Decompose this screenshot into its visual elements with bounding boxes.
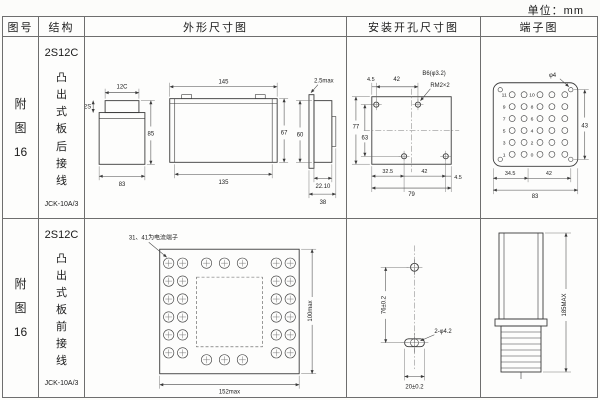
dim-overall-height: 185MAX bbox=[562, 293, 568, 316]
terminal-number: 1 bbox=[503, 152, 506, 158]
row2-model: 2S12C bbox=[44, 229, 79, 241]
dim-front-overall-width: 145 bbox=[218, 80, 229, 86]
row1-outline-cell: 12C 2S 85 83 bbox=[85, 37, 347, 219]
row1-mounting-cell: 4.5 42 B6(φ3.2) RM2×2 77 63 bbox=[347, 37, 481, 219]
dim-section-depth1: 22.10 bbox=[315, 184, 331, 190]
row1-structure-cell: 2S12C 凸出式板后接线 JCK-10A/3 bbox=[39, 37, 85, 219]
header-fig-no: 图号 bbox=[3, 17, 39, 37]
dim-side-depth: 12C bbox=[117, 85, 129, 91]
row1-model: 2S12C bbox=[44, 47, 79, 59]
dim-board-height: 100max bbox=[308, 300, 314, 321]
dim-bottom-seg2: 42 bbox=[421, 169, 427, 175]
dim-side-height: 85 bbox=[148, 131, 155, 137]
outline-drawing-rear-wiring: 12C 2S 85 83 bbox=[85, 79, 337, 206]
dim-bottom-seg1: 34.5 bbox=[505, 171, 516, 177]
terminal-number: 10 bbox=[529, 93, 535, 99]
dim-bottom-overall: 83 bbox=[532, 194, 539, 200]
relay-side-profile bbox=[494, 232, 548, 379]
header-outline: 外形尺寸图 bbox=[85, 17, 347, 37]
dim-side-step: 2S bbox=[85, 105, 91, 111]
row1-fig-cell: 附图16 bbox=[3, 37, 39, 219]
row2-structure-desc: 凸出式板前接线 bbox=[56, 252, 67, 368]
row1-terminal-cell: 11 10 9 8 7 6 5 4 3 2 1 0 φ4 bbox=[481, 37, 597, 219]
terminal-number: 7 bbox=[503, 117, 506, 123]
terminal-diagram-rear: 11 10 9 8 7 6 5 4 3 2 1 0 φ4 bbox=[492, 73, 589, 200]
header-structure: 结构 bbox=[39, 17, 85, 37]
terminal-number: 5 bbox=[503, 128, 506, 134]
label-hole-spec: B6(φ3.2) bbox=[422, 71, 445, 77]
mounting-hole-drawing-front: 76±0.2 2-φ4.2 20±0.2 bbox=[380, 245, 452, 390]
row2-structure-cell: 2S12C 凸出式板前接线 JCK-10A/3 bbox=[39, 219, 85, 397]
board-dimensions: 100max 152max bbox=[159, 248, 317, 396]
terminal-number: 0 bbox=[531, 152, 534, 158]
dim-board-width: 152max bbox=[219, 390, 240, 396]
unit-label: 单位：mm bbox=[527, 5, 584, 17]
dim-section-depth2: 38 bbox=[320, 200, 327, 206]
terminal-number: 8 bbox=[531, 105, 534, 111]
dim-bottom-seg3: 4.5 bbox=[454, 175, 462, 181]
terminal-number: 4 bbox=[531, 128, 534, 134]
terminal-number: 9 bbox=[503, 105, 506, 111]
row2-product: JCK-10A/3 bbox=[44, 379, 79, 387]
note-leader bbox=[148, 242, 167, 258]
terminal-board-front bbox=[159, 248, 300, 375]
relay-side-view bbox=[98, 100, 146, 165]
terminal-number: 11 bbox=[502, 93, 507, 99]
panel-cutout bbox=[363, 88, 460, 173]
front-view-dimensions: 145 67 135 bbox=[169, 80, 288, 186]
mounting-hole-drawing-rear: 4.5 42 B6(φ3.2) RM2×2 77 63 bbox=[351, 71, 462, 198]
spec-table: 图号 结构 外形尺寸图 安装开孔尺寸图 端子图 附图16 2S12C 凸出式板后… bbox=[2, 16, 598, 398]
dim-slot-width: 20±0.2 bbox=[405, 384, 423, 390]
terminal-diagram-side: 185MAX bbox=[494, 232, 571, 379]
dim-front-height: 67 bbox=[281, 130, 288, 136]
dim-left-hole-pitch: 63 bbox=[362, 135, 369, 141]
row1-structure-desc: 凸出式板后接线 bbox=[56, 72, 67, 187]
dim-section-height: 60 bbox=[297, 132, 304, 138]
header-terminal: 端子图 bbox=[481, 17, 597, 37]
dim-top-hole-pitch: 42 bbox=[393, 77, 400, 83]
dim-panel-thickness: 2.5max bbox=[314, 79, 334, 85]
dim-left-overall-height: 77 bbox=[353, 124, 360, 130]
side-view-dimensions: 12C 2S 85 83 bbox=[85, 85, 155, 188]
dim-front-body-width: 135 bbox=[218, 180, 229, 186]
dim-hole-pitch: 76±0.2 bbox=[382, 296, 388, 314]
terminal-numbers: 11 10 9 8 7 6 5 4 3 2 1 0 bbox=[502, 93, 535, 159]
terminal-number: 3 bbox=[503, 140, 506, 146]
terminal-plate: 11 10 9 8 7 6 5 4 3 2 1 0 bbox=[492, 82, 579, 167]
dim-bottom-overall: 79 bbox=[408, 192, 415, 198]
terminal-screws bbox=[508, 91, 569, 158]
relay-section-view bbox=[308, 94, 337, 169]
dim-side-width: 83 bbox=[119, 182, 126, 188]
dim-right-hole-pitch: 43 bbox=[581, 124, 588, 130]
dim-bottom-seg1: 32.5 bbox=[382, 169, 393, 175]
terminal-number: 2 bbox=[531, 140, 534, 146]
dim-corner-hole: φ4 bbox=[549, 73, 557, 79]
row2-fig-cell: 附图16 bbox=[3, 219, 39, 397]
relay-front-view bbox=[169, 94, 278, 163]
terminal-number: 6 bbox=[531, 117, 534, 123]
outline-drawing-front-wiring: 31、41为电流端子 bbox=[129, 233, 317, 396]
side-profile-dimensions: 185MAX bbox=[543, 232, 571, 373]
row1-fig-label: 附图16 bbox=[13, 96, 28, 159]
label-hole-spec: 2-φ4.2 bbox=[434, 329, 451, 335]
header-mounting: 安装开孔尺寸图 bbox=[347, 17, 481, 37]
dim-top-edge-offset: 4.5 bbox=[367, 77, 375, 83]
terminal-dimensions: φ4 43 34.5 42 83 bbox=[492, 73, 589, 200]
dim-bottom-seg2: 42 bbox=[546, 171, 552, 177]
section-view-dimensions: 2.5max 60 22.10 38 bbox=[296, 79, 337, 206]
mounting-dimensions: 76±0.2 2-φ4.2 20±0.2 bbox=[380, 267, 452, 390]
label-stud-spec: RM2×2 bbox=[430, 83, 449, 89]
row2-mounting-cell: 76±0.2 2-φ4.2 20±0.2 bbox=[347, 219, 481, 397]
row2-terminal-cell: 185MAX bbox=[481, 219, 597, 397]
row2-fig-label: 附图16 bbox=[13, 277, 28, 339]
cutout-dimensions: 4.5 42 B6(φ3.2) RM2×2 77 63 bbox=[351, 71, 462, 198]
row2-outline-cell: 31、41为电流端子 bbox=[85, 219, 347, 397]
row1-product: JCK-10A/3 bbox=[44, 200, 79, 208]
current-terminal-note: 31、41为电流端子 bbox=[129, 233, 178, 241]
